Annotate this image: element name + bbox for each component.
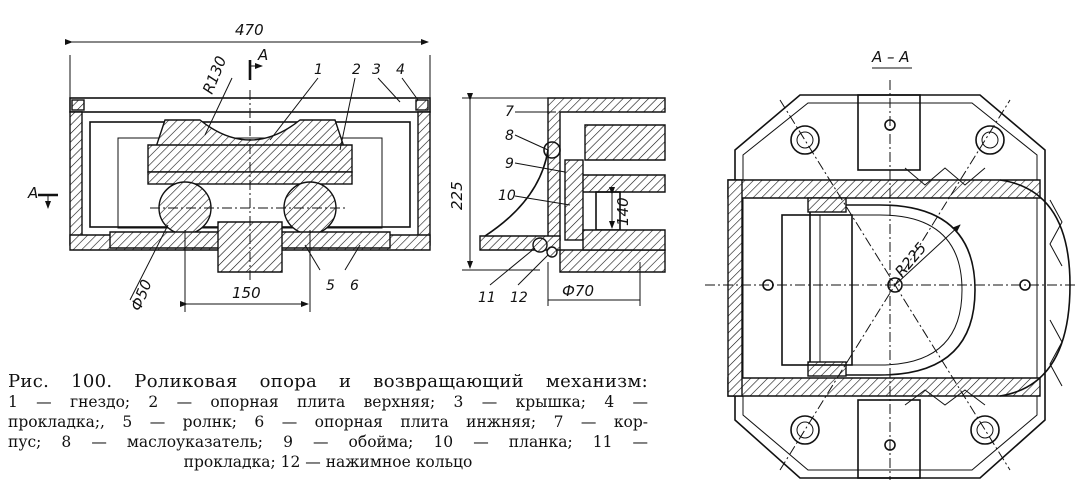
callout-4: 4 [396, 62, 405, 78]
caption-line-3: пус; 8 — маслоуказатель; 9 — обойма; 10 … [8, 433, 648, 451]
callout-1: 1 [314, 62, 323, 78]
callout-8: 8 [505, 128, 514, 144]
callout-6: 6 [350, 278, 359, 294]
dim-width: 470 [235, 21, 264, 39]
callout-7: 7 [505, 104, 514, 120]
callout-11: 11 [478, 290, 496, 306]
roller-right [283, 181, 337, 235]
roller-left [158, 181, 212, 235]
figure-caption: Рис. 100. Роликовая опора и возвращающий… [8, 372, 648, 472]
side-view: 225 140 Ф70 7 8 9 10 [448, 93, 666, 306]
housing-right-wall [417, 111, 431, 246]
callout-10: 10 [498, 188, 516, 204]
bolt-holes [762, 119, 1031, 451]
front-view: 470 R130 A A [27, 21, 431, 313]
oil-indicator [543, 141, 561, 159]
callout-9: 9 [505, 156, 514, 172]
section-view-a-a: A – A R225 [705, 48, 1075, 480]
return-spring-bottom [904, 389, 986, 406]
callout-2: 2 [352, 62, 361, 78]
section-mark-top: A [257, 46, 268, 64]
dim-inner: 140 [614, 197, 632, 226]
section-title: A – A [871, 48, 910, 66]
housing-left-wall [69, 111, 83, 246]
side-housing-bottom [559, 249, 666, 273]
callout-12: 12 [510, 290, 528, 306]
caption-line-1: 1 — гнездо; 2 — опорная плита верхняя; 3… [8, 393, 648, 411]
section-mark-side: A [27, 184, 38, 202]
dim-height: 225 [448, 181, 466, 210]
caption-line-4: прокладка; 12 — нажимное кольцо [183, 453, 473, 471]
dim-radius-r225: R225 [891, 239, 930, 280]
dim-roller-dia: Ф50 [127, 277, 156, 313]
caption-line-2: прокладка;, 5 — ролнк; 6 — опорная плита… [8, 413, 648, 431]
dim-dia-70: Ф70 [562, 282, 594, 300]
side-cage [564, 159, 584, 241]
dim-radius-r130: R130 [199, 54, 230, 97]
callout-5: 5 [326, 278, 335, 294]
callout-3: 3 [372, 62, 381, 78]
dim-roller-spacing: 150 [232, 284, 261, 302]
return-spring-right-a [1049, 199, 1063, 267]
caption-title: Рис. 100. Роликовая опора и возвращающий… [8, 371, 648, 392]
section-bore [809, 204, 976, 376]
return-spring-right-b [1049, 319, 1063, 387]
return-spring-top [904, 167, 986, 186]
